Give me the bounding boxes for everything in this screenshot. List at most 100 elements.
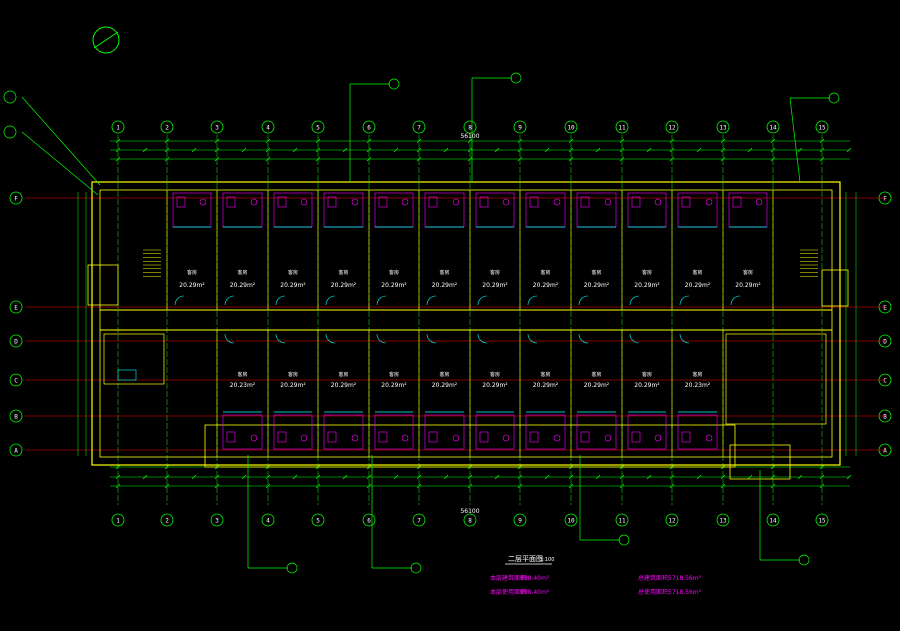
- dim-tick-mid-1-0: [142, 147, 148, 153]
- room-area: 20.29m²: [280, 382, 306, 389]
- toilet-icon: [732, 196, 742, 208]
- room-area: 20.29m²: [584, 282, 610, 289]
- axis-left-F-circle: [9, 191, 23, 205]
- area-note-1-value: 998.40m²: [520, 575, 550, 582]
- axis-bottom-14-circle: [766, 513, 780, 527]
- dim-tick-5-4: [315, 483, 321, 489]
- inner-wall: [99, 189, 833, 458]
- axis-top-10-label: 10: [567, 125, 575, 132]
- bathroom-b-8: [576, 414, 617, 450]
- leader-left-bubble-1: [3, 125, 17, 139]
- dim-tick-2-4: [315, 156, 321, 162]
- room-area: 20.29m²: [533, 382, 559, 389]
- toilet-icon: [580, 431, 590, 443]
- door-swing-icon: [426, 333, 437, 344]
- axis-bottom-4-circle: [261, 513, 275, 527]
- dim-tick-2-14: [819, 156, 825, 162]
- dim-tick-2-9: [568, 156, 574, 162]
- dim-tick-5-12: [720, 483, 726, 489]
- dim-tick-mid-4-3: [292, 474, 298, 480]
- axis-top-4-circle: [261, 120, 275, 134]
- axis-right-F-label: F: [883, 196, 887, 203]
- bathroom-b-10: [677, 414, 718, 450]
- dim-tick-4-7: [467, 474, 473, 480]
- axis-bottom-2-label: 2: [165, 518, 169, 525]
- dim-tick-1-0: [115, 147, 121, 153]
- dim-tick-mid-4-14: [846, 474, 852, 480]
- toilet-icon: [226, 196, 236, 208]
- dim-tick-0-12: [720, 138, 726, 144]
- room-area: 20.29m²: [280, 282, 306, 289]
- dim-tick-mid-4-13: [797, 474, 803, 480]
- dim-tick-0-0: [115, 138, 121, 144]
- door-swing-icon: [325, 295, 336, 306]
- dim-tick-mid-1-12: [747, 147, 753, 153]
- dim-tick-5-14: [819, 483, 825, 489]
- door-swing-icon: [174, 295, 185, 306]
- dim-tick-1-13: [770, 147, 776, 153]
- dim-tick-mid-4-4: [342, 474, 348, 480]
- dim-tick-mid-1-2: [241, 147, 247, 153]
- dim-tick-1-14: [819, 147, 825, 153]
- hall-room: [725, 333, 827, 425]
- room-label: 客房: [338, 371, 348, 378]
- toilet-icon: [277, 431, 287, 443]
- dim-tick-0-9: [568, 138, 574, 144]
- axis-right-D-label: D: [883, 339, 887, 346]
- axis-bottom-1: 1: [111, 513, 125, 527]
- room-area: 20.29m²: [432, 382, 458, 389]
- door-swing-icon: [730, 295, 741, 306]
- dim-tick-2-1: [164, 156, 170, 162]
- room-area: 20.29m²: [584, 382, 610, 389]
- toilet-icon: [529, 431, 539, 443]
- door-swing-icon: [679, 333, 690, 344]
- room-area: 20.29m²: [533, 282, 559, 289]
- axis-bottom-3-circle: [210, 513, 224, 527]
- room-label: 客房: [642, 371, 652, 378]
- room-label: 客房: [490, 269, 500, 276]
- dim-tick-2-13: [770, 156, 776, 162]
- bathroom-b-2: [273, 414, 313, 450]
- axis-top-8: 8: [463, 120, 477, 134]
- dim-tick-5-2: [214, 483, 220, 489]
- toilet-icon: [428, 431, 438, 443]
- dim-tick-0-3: [265, 138, 271, 144]
- dim-tick-4-8: [517, 474, 523, 480]
- dim-tick-3-0: [115, 464, 121, 470]
- axis-top-12: 12: [665, 120, 679, 134]
- axis-bottom-4-label: 4: [266, 518, 270, 525]
- axis-bottom-8: 8: [463, 513, 477, 527]
- axis-bottom-8-circle: [463, 513, 477, 527]
- room-area: 20.29m²: [331, 382, 357, 389]
- dim-tick-3-14: [819, 464, 825, 470]
- dim-tick-4-10: [619, 474, 625, 480]
- toilet-icon: [176, 196, 186, 208]
- basin-icon: [300, 434, 308, 442]
- dim-tick-0-7: [467, 138, 473, 144]
- basin-icon: [199, 198, 207, 206]
- basin-icon: [553, 198, 561, 206]
- dim-tick-mid-1-6: [443, 147, 449, 153]
- door-swing-icon: [629, 295, 640, 306]
- dim-tick-5-8: [517, 483, 523, 489]
- dim-tick-0-13: [770, 138, 776, 144]
- dim-tick-4-3: [265, 474, 271, 480]
- dim-tick-4-6: [416, 474, 422, 480]
- dim-tick-3-1: [164, 464, 170, 470]
- dim-tick-2-7: [467, 156, 473, 162]
- basin-icon: [604, 198, 612, 206]
- axis-left-C-circle: [9, 373, 23, 387]
- area-note-3-label: 总建筑面积:: [638, 574, 670, 582]
- bathroom-b-5: [424, 414, 465, 450]
- leader-top-2: [789, 97, 801, 183]
- room-area: 20.23m²: [685, 382, 711, 389]
